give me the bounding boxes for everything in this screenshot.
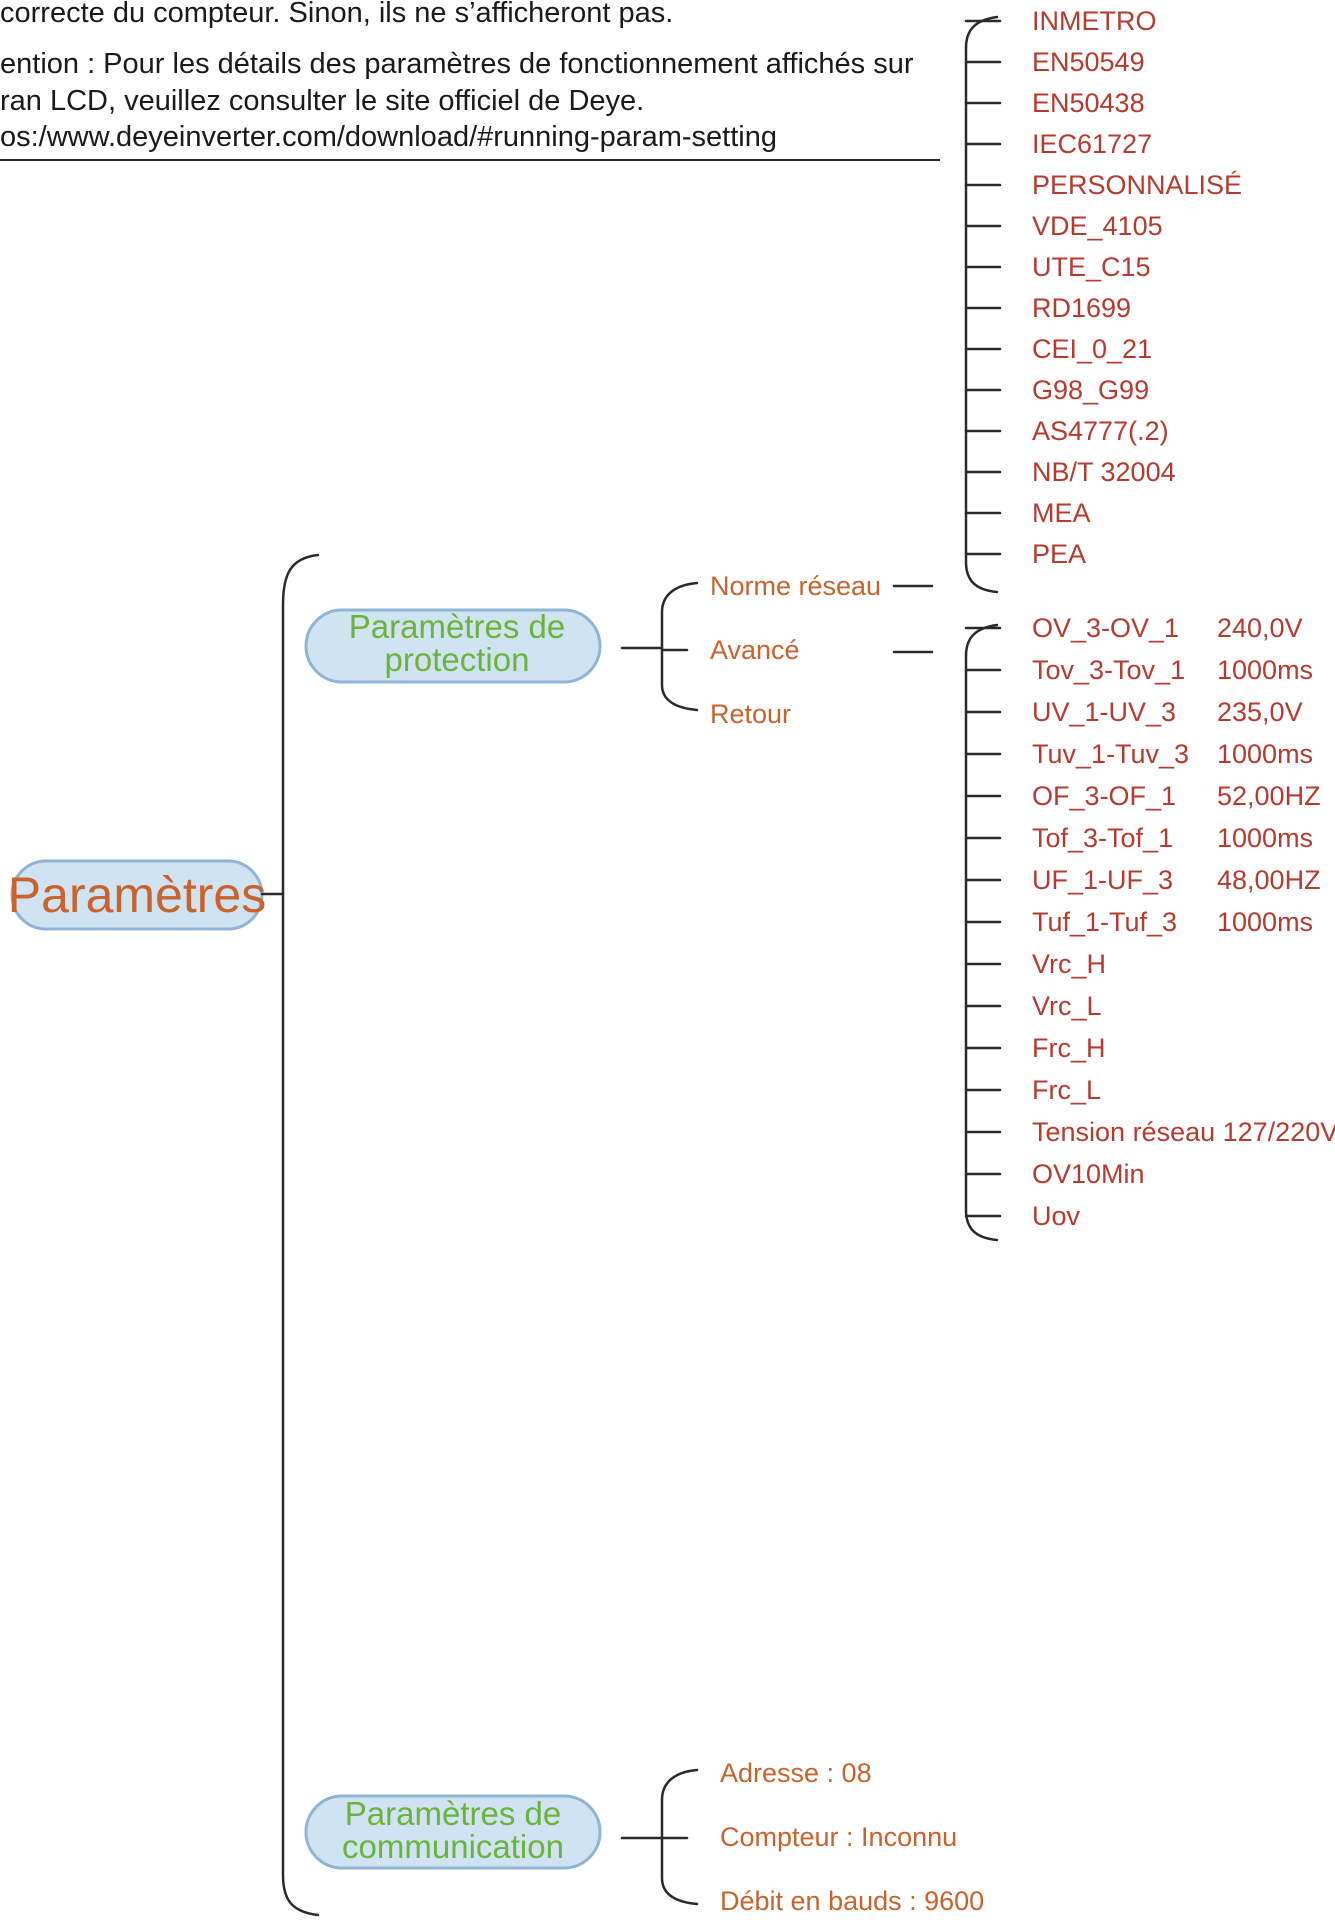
communication-node: Paramètres de communication — [304, 1794, 602, 1870]
advanced-param-value: 235,0V — [1217, 697, 1303, 727]
advanced-param-value: 1000ms — [1217, 655, 1313, 685]
advanced-param-value: 48,00HZ — [1217, 865, 1321, 895]
grid-standard-item: MEA — [1032, 498, 1091, 528]
advanced-param-value: 52,00HZ — [1217, 781, 1321, 811]
grid-standard-item: UTE_C15 — [1032, 252, 1151, 282]
advanced-param-name: OF_3-OF_1 — [1032, 781, 1176, 811]
advanced-param-name: Tuf_1-Tuf_3 — [1032, 907, 1177, 937]
protection-node-label-1: Paramètres de — [349, 608, 565, 645]
advanced-param-value: 1000ms — [1217, 907, 1313, 937]
protection-node: Paramètres de protection — [304, 608, 602, 684]
advanced-param-name: OV_3-OV_1 — [1032, 613, 1179, 643]
sub-back: Retour — [710, 699, 791, 729]
advanced-param-name: UF_1-UF_3 — [1032, 865, 1173, 895]
root-node: Paramètres — [8, 859, 266, 931]
note-line-4: os:/www.deyeinverter.com/download/#runni… — [0, 121, 777, 153]
advanced-param-name: Frc_L — [1032, 1075, 1101, 1105]
protection-node-shape — [304, 608, 602, 684]
note-block: correcte du compteur. Sinon, ils ne s’af… — [0, 0, 940, 161]
grid-standard-item: PEA — [1032, 539, 1086, 569]
advanced-param-name: Vrc_H — [1032, 949, 1106, 979]
communication-node-shape — [304, 1794, 602, 1870]
advanced-param-name: Vrc_L — [1032, 991, 1102, 1021]
grid-standard-item: EN50438 — [1032, 88, 1145, 118]
sub-advanced: Avancé — [710, 635, 800, 665]
advanced-param-name: Frc_H — [1032, 1033, 1106, 1063]
comm-address: Adresse : 08 — [720, 1758, 872, 1788]
grid-standard-item: G98_G99 — [1032, 375, 1149, 405]
grid-standard-item: IEC61727 — [1032, 129, 1152, 159]
grid-standard-item: PERSONNALISÉ — [1032, 170, 1242, 200]
communication-node-label-2: communication — [342, 1828, 564, 1865]
protection-bracket — [660, 581, 699, 712]
note-line-1: correcte du compteur. Sinon, ils ne s’af… — [0, 0, 673, 29]
advanced-param-value: 240,0V — [1217, 613, 1303, 643]
communication-node-label-1: Paramètres de — [345, 1795, 561, 1832]
grid-standard-item: VDE_4105 — [1032, 211, 1163, 241]
protection-node-label-2: protection — [385, 641, 530, 678]
advanced-param-value: 1000ms — [1217, 823, 1313, 853]
grid-standard-item: AS4777(.2) — [1032, 416, 1169, 446]
grid-standard-item: RD1699 — [1032, 293, 1131, 323]
note-line-2: ention : Pour les détails des paramètres… — [0, 48, 914, 80]
root-bracket — [281, 553, 320, 1917]
grid-standard-item: INMETRO — [1032, 6, 1157, 36]
grid-standard-item: EN50549 — [1032, 47, 1145, 77]
comm-baud-rate: Débit en bauds : 9600 — [720, 1886, 984, 1916]
advanced-param-name: OV10Min — [1032, 1159, 1145, 1189]
advanced-bracket — [964, 623, 999, 1242]
advanced-param-name: Uov — [1032, 1201, 1081, 1231]
grid-standards-list: INMETRO EN50549EN50438IEC61727PERSONNALIS… — [964, 6, 1242, 569]
sub-grid-standard: Norme réseau — [710, 571, 881, 601]
advanced-param-name: Tof_3-Tof_1 — [1032, 823, 1173, 853]
advanced-param-name: Tension réseau 127/220V — [1032, 1117, 1335, 1147]
advanced-param-value: 1000ms — [1217, 739, 1313, 769]
advanced-param-name: UV_1-UV_3 — [1032, 697, 1176, 727]
grid-standard-item: CEI_0_21 — [1032, 334, 1152, 364]
root-node-label: Paramètres — [8, 867, 266, 923]
advanced-param-name: Tov_3-Tov_1 — [1032, 655, 1185, 685]
advanced-param-name: Tuv_1-Tuv_3 — [1032, 739, 1189, 769]
comm-meter: Compteur : Inconnu — [720, 1822, 957, 1852]
note-line-3: ran LCD, veuillez consulter le site offi… — [0, 85, 644, 117]
grid-standard-item: NB/T 32004 — [1032, 457, 1176, 487]
